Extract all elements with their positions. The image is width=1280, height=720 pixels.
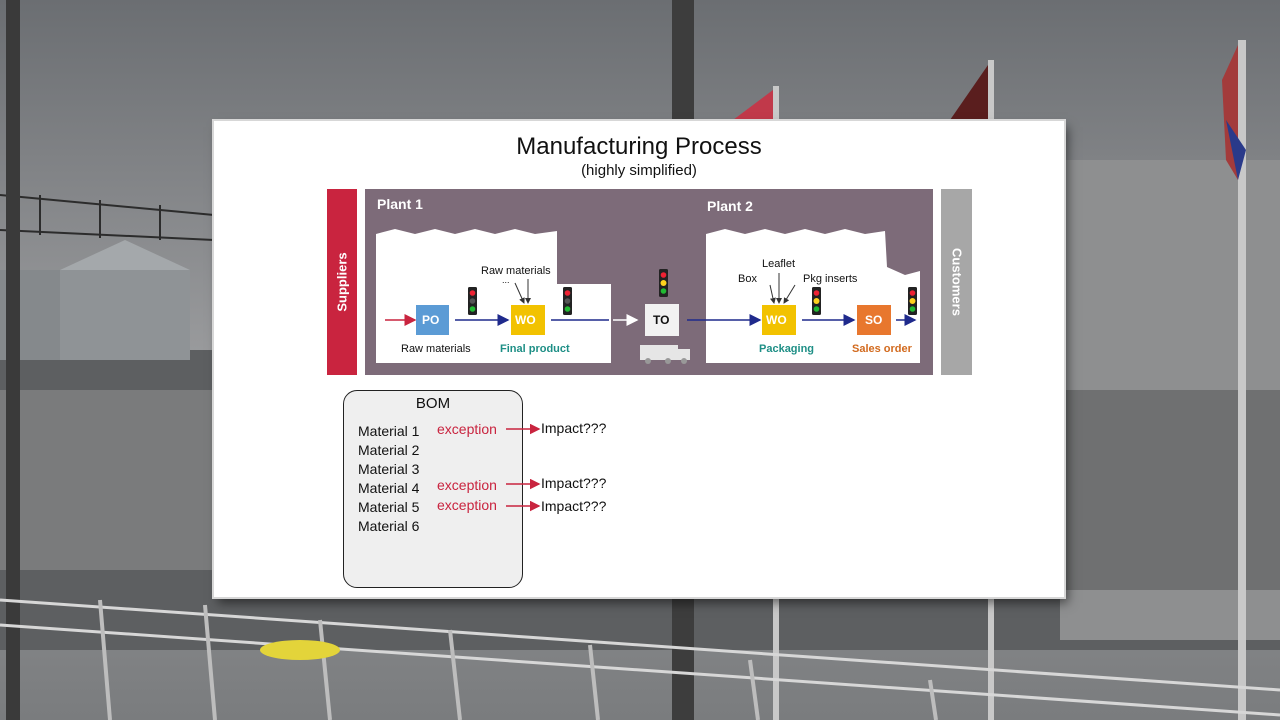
wo-label-plant-2: WO (766, 313, 787, 327)
traffic-light-icon (563, 287, 572, 315)
impact-label: Impact??? (541, 475, 607, 491)
truck-icon (640, 345, 690, 364)
plants-panel: Plant 1 Plant 2 (365, 189, 933, 375)
bom-material-item: Material 5 (358, 499, 420, 515)
traffic-light-icon (468, 287, 477, 315)
bom-material-item: Material 6 (358, 518, 420, 534)
po-label: PO (422, 313, 440, 327)
impact-label: Impact??? (541, 420, 607, 436)
so-label: SO (865, 313, 883, 327)
traffic-light-icon (908, 287, 917, 315)
sales-order-label: Sales order (852, 343, 912, 355)
bom-material-item: Material 1 (358, 423, 420, 439)
packaging-label: Packaging (759, 343, 815, 355)
plant-2-label: Plant 2 (707, 198, 753, 214)
exception-label: exception (437, 497, 497, 513)
bom-title: BOM (415, 395, 451, 412)
plant-1-label: Plant 1 (377, 196, 423, 212)
customers-bar: Customers (941, 189, 972, 375)
slide-title: Manufacturing Process (516, 133, 762, 160)
wo-node-plant-1 (511, 305, 545, 335)
traffic-light-icon (812, 287, 821, 315)
traffic-light-icon (659, 269, 668, 297)
wo-node-plant-2 (762, 305, 796, 335)
bom-material-item: Material 4 (358, 480, 420, 496)
to-node (645, 304, 679, 336)
bom-material-item: Material 3 (358, 461, 420, 477)
process-flow-diagram (376, 229, 920, 364)
leaflet-label: Leaflet (762, 258, 796, 270)
final-product-label: Final product (500, 343, 570, 355)
exception-label: exception (437, 477, 497, 493)
pkg-inserts-label: Pkg inserts (803, 273, 858, 285)
po-node (416, 305, 449, 335)
slide-subtitle: (highly simplified) (581, 162, 697, 179)
to-label: TO (653, 313, 670, 327)
wo-label-plant-1: WO (515, 313, 536, 327)
exception-arrows (506, 423, 541, 512)
exception-label: exception (437, 421, 497, 437)
raw-materials-input-label: Raw materials (481, 265, 551, 277)
so-node (857, 305, 891, 335)
raw-materials-label: Raw materials (401, 343, 471, 355)
ellipsis-label: ... (502, 275, 510, 285)
presentation-slide: Manufacturing Process (highly simplified… (214, 121, 1064, 597)
bom-material-item: Material 2 (358, 442, 420, 458)
impact-label: Impact??? (541, 498, 607, 514)
box-label: Box (738, 273, 757, 285)
suppliers-bar: Suppliers (327, 189, 357, 375)
bom-box: BOM Material 1 Material 2 Material 3 Mat… (343, 390, 523, 588)
